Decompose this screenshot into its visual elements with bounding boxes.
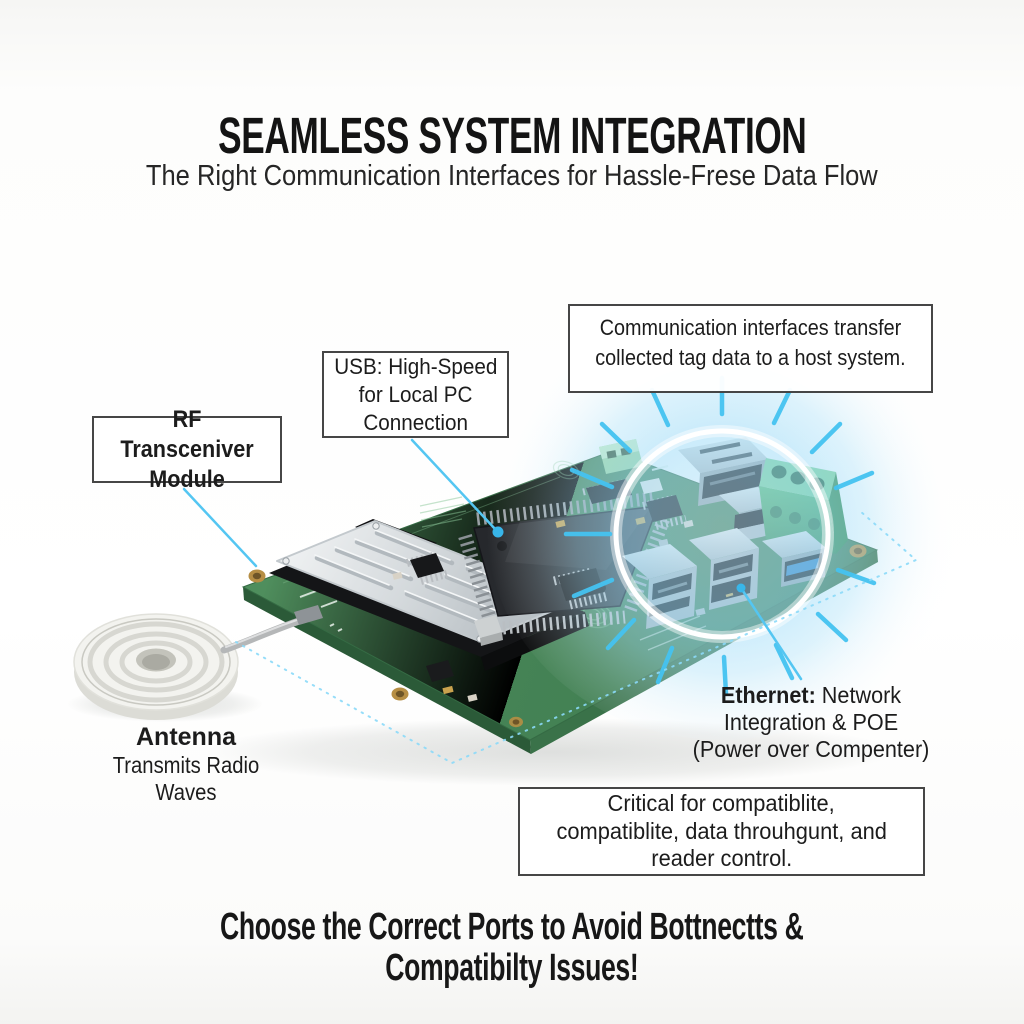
callout-critical-line2: compatiblite, data throuhgunt, and — [556, 817, 887, 844]
shield-grooves — [314, 529, 545, 627]
leader-line-usb — [410, 438, 498, 532]
callout-rf-module: RF Transceniver Module — [92, 406, 282, 493]
callout-ethernet-line3: (Power over Compenter) — [692, 736, 930, 762]
antenna-coil — [73, 613, 239, 720]
callout-usb-line2: for Local PC — [358, 381, 473, 407]
callout-antenna: Antenna Transmits Radio Waves — [66, 722, 306, 806]
leader-dot-usb — [492, 526, 504, 538]
cable-crimp — [294, 605, 323, 625]
leader-lines — [182, 438, 803, 681]
callout-usb: USB: High-Speed for Local PC Connection — [322, 351, 509, 438]
grey-component — [474, 615, 502, 638]
callout-usb-line3: Connection — [363, 409, 468, 435]
pcb-side-left — [243, 587, 531, 754]
callout-ethernet: Ethernet: Network Integration & POE (Pow… — [650, 682, 972, 763]
page-subtitle-text: The Right Communication Interfaces for H… — [146, 160, 878, 192]
highlight-ring — [610, 425, 834, 643]
callout-communication-line1: Communication interfaces transfer — [599, 315, 902, 340]
footer-heading-line2: Compatibilty Issues! — [385, 947, 639, 989]
page-title-text: SEAMLESS SYSTEM INTEGRATION — [217, 107, 807, 164]
callout-usb-line1: USB: High-Speed — [333, 353, 498, 379]
callout-communication-line2: collected tag data to a host system. — [595, 345, 906, 370]
callout-ethernet-line2: Integration & POE — [723, 709, 899, 735]
leader-dot-ethernet — [736, 583, 746, 593]
callout-critical: Critical for compatiblite, compatiblite,… — [518, 787, 925, 876]
callout-ethernet-line1: Ethernet: Network — [663, 682, 959, 709]
callout-ethernet-label: Ethernet: — [720, 682, 816, 708]
page-subtitle: The Right Communication Interfaces for H… — [0, 160, 1024, 193]
callout-critical-line1: Critical for compatiblite, — [607, 790, 836, 817]
leader-line-rf — [182, 487, 258, 568]
callout-antenna-title: Antenna — [136, 723, 236, 751]
callout-ethernet-line1-rest: Network — [815, 682, 902, 708]
leader-line-ethernet — [741, 589, 803, 681]
callout-critical-line3: reader control. — [651, 845, 792, 872]
transistor — [426, 660, 454, 682]
antenna-cable — [220, 605, 323, 654]
callout-rf-line1: RF Transceniver — [120, 405, 254, 463]
callout-communication: Communication interfaces transfer collec… — [568, 304, 933, 393]
callout-rf-line2: Module — [149, 465, 225, 493]
dashed-outline — [235, 510, 918, 765]
callout-antenna-subtitle: Transmits Radio Waves — [112, 752, 260, 805]
page-title: SEAMLESS SYSTEM INTEGRATION — [0, 106, 1024, 165]
footer-heading-line1: Choose the Correct Ports to Avoid Bottne… — [220, 906, 804, 948]
